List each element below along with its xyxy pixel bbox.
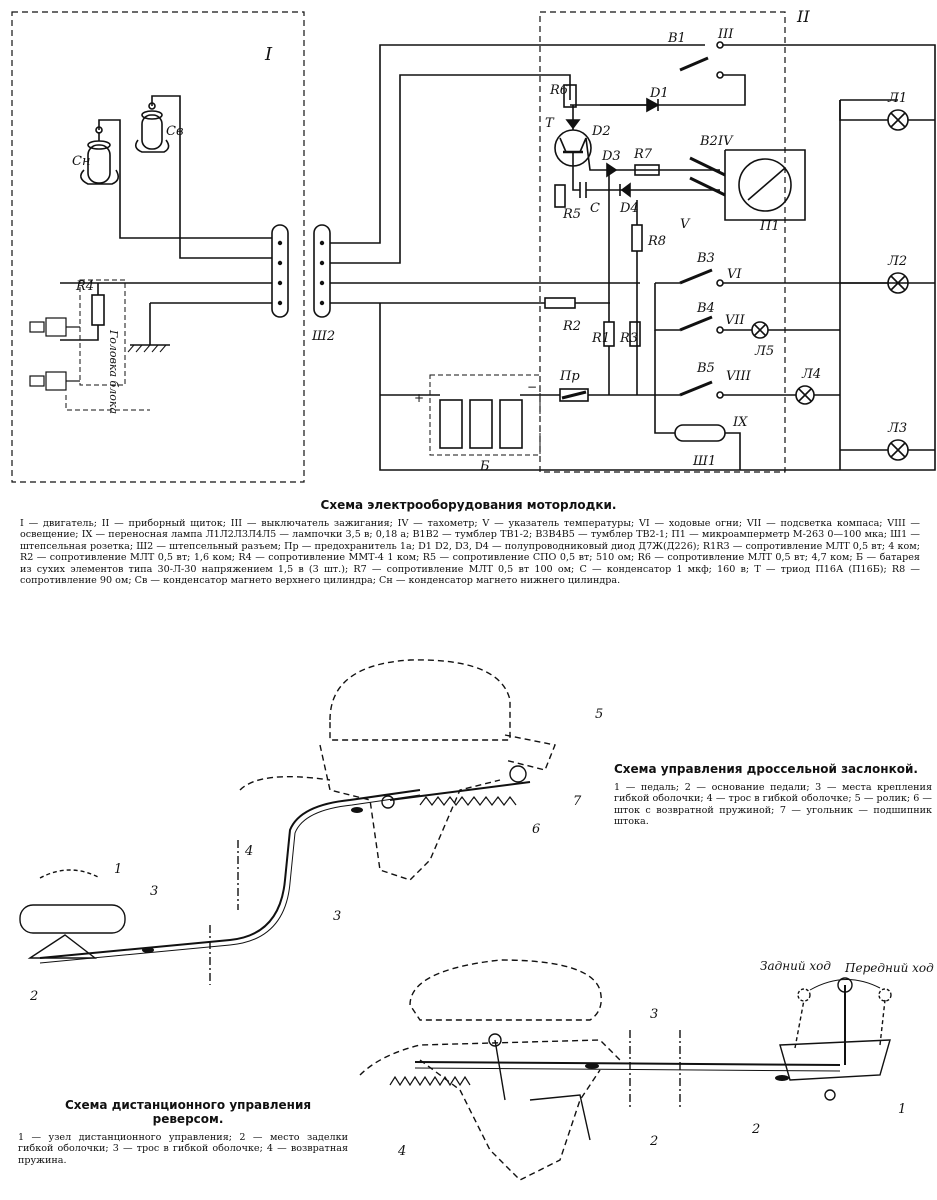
reverse-num-2a: 2 <box>751 1122 760 1137</box>
label-L5: Л5 <box>754 344 774 359</box>
label-B5: В5 <box>696 361 715 376</box>
condenser-cv <box>134 102 170 153</box>
label-IV: IV <box>717 134 734 149</box>
label-L3: Л3 <box>887 421 907 436</box>
label-R7: R7 <box>633 147 653 162</box>
label-D2: D2 <box>591 124 611 139</box>
label-L1: Л1 <box>887 91 907 106</box>
label-Cn: Сн <box>72 154 91 169</box>
label-R3: R3 <box>619 331 638 346</box>
label-II: II <box>796 7 810 26</box>
throttle-num-3b: 3 <box>333 909 341 924</box>
label-VIII: VIII <box>726 369 752 384</box>
label-block-head: Головка блока <box>107 329 120 414</box>
reverse-title: Схема дистанционного управления реверсом… <box>64 1098 312 1126</box>
connector-sh2 <box>313 224 331 318</box>
label-B1: В1 <box>667 31 686 46</box>
label-R8: R8 <box>647 234 666 249</box>
label-P1: П1 <box>759 219 780 234</box>
condenser-cn <box>80 126 120 185</box>
reverse-num-1: 1 <box>898 1102 906 1117</box>
electrical-legend: I — двигатель; II — приборный щиток; III… <box>20 518 920 587</box>
label-IX: IX <box>732 415 748 430</box>
label-plus: + <box>414 391 424 405</box>
label-R6: R6 <box>549 83 568 98</box>
battery-box <box>429 374 541 456</box>
reverse-num-4: 4 <box>397 1144 406 1159</box>
label-D3: D3 <box>601 149 621 164</box>
reverse-label: Задний ход <box>760 959 831 973</box>
label-Sh2: Ш2 <box>311 329 335 344</box>
label-Pr: Пр <box>559 369 580 384</box>
label-D4: D4 <box>619 201 639 216</box>
label-V: V <box>680 217 691 232</box>
connector-left <box>271 224 289 318</box>
throttle-num-4: 4 <box>244 844 253 859</box>
label-minus: − <box>527 380 537 394</box>
label-D1: D1 <box>649 86 669 101</box>
label-R5: R5 <box>562 207 581 222</box>
forward-label: Передний ход <box>844 961 934 975</box>
label-VII: VII <box>725 313 746 328</box>
reverse-legend: 1 — узел дистанционного управления; 2 — … <box>18 1132 348 1166</box>
engine-box <box>11 11 305 483</box>
label-R4: R4 <box>75 279 94 294</box>
label-R1: R1 <box>591 331 610 346</box>
throttle-legend: 1 — педаль; 2 — основание педали; 3 — ме… <box>614 782 932 828</box>
label-I: I <box>264 44 273 65</box>
label-L2: Л2 <box>887 254 907 269</box>
label-R2: R2 <box>562 319 581 334</box>
label-L4: Л4 <box>801 367 821 382</box>
reverse-num-3: 3 <box>650 1007 658 1022</box>
throttle-num-1: 1 <box>114 862 122 877</box>
label-B: Б <box>479 459 490 474</box>
electrical-title: Схема электрооборудования моторлодки. <box>320 498 617 512</box>
throttle-num-7: 7 <box>573 794 582 809</box>
label-Cv: Св <box>166 124 184 139</box>
panel-box <box>539 11 786 473</box>
throttle-num-6: 6 <box>532 822 540 837</box>
throttle-num-3a: 3 <box>150 884 158 899</box>
label-Sh1: Ш1 <box>692 454 716 469</box>
reverse-num-2b: 2 <box>649 1134 658 1149</box>
label-III: III <box>717 27 734 42</box>
throttle-num-5: 5 <box>595 707 603 722</box>
throttle-title: Схема управления дроссельной заслонкой. <box>614 762 918 776</box>
label-B2: В2 <box>699 134 718 149</box>
label-VI: VI <box>727 267 742 282</box>
throttle-num-2: 2 <box>29 989 38 1004</box>
label-C: C <box>590 201 600 216</box>
label-B3: В3 <box>696 251 715 266</box>
label-B4: В4 <box>696 301 715 316</box>
label-T: T <box>545 116 555 131</box>
